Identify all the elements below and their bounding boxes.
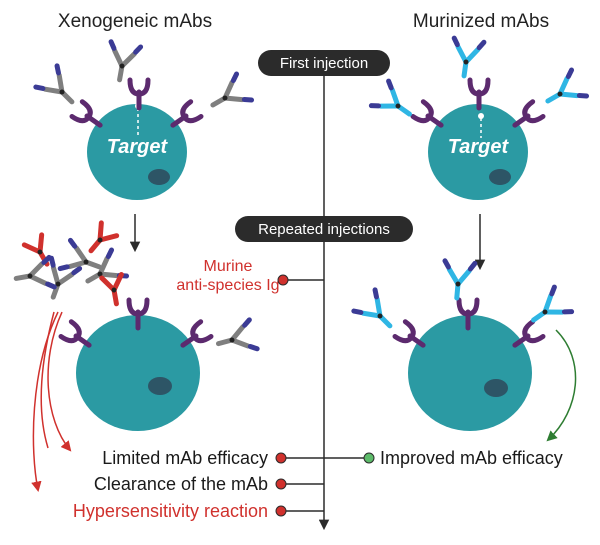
murinized-antibody-icon <box>371 81 418 126</box>
header-murinized: Murinized mAbs <box>413 11 549 32</box>
outcome-dot-limited <box>275 452 287 464</box>
pill-repeated-label: Repeated injections <box>258 221 390 238</box>
receptor-icon <box>130 80 148 108</box>
pill-first-label: First injection <box>280 55 368 72</box>
outcome-dot-hypersensitivity <box>275 505 287 517</box>
xeno-antibody-icon <box>205 74 251 118</box>
target-label-right: Target <box>448 136 510 158</box>
murinized-antibody-icon <box>354 290 401 337</box>
pill-first-injection: First injection <box>258 50 390 76</box>
immune-complex <box>14 223 127 306</box>
murinized-antibody-icon <box>442 261 475 299</box>
xeno-antibody-icon <box>36 66 83 113</box>
murinized-antibody-icon <box>540 70 586 114</box>
cell-xeno-first: Target <box>87 103 187 200</box>
outcome-hypersensitivity: Hypersensitivity reaction <box>73 501 268 521</box>
receptor-icon <box>470 80 488 108</box>
target-label-left: Target <box>107 136 169 158</box>
header-xenogeneic: Xenogeneic mAbs <box>58 11 212 32</box>
outcome-improved-efficacy: Improved mAb efficacy <box>380 448 563 468</box>
xeno-antibody-icon <box>105 42 141 83</box>
pill-repeated-injections: Repeated injections <box>235 216 413 242</box>
outcome-clearance: Clearance of the mAb <box>94 474 268 494</box>
cell-muri-first: Target <box>428 104 528 200</box>
red-outcome-arrows <box>31 311 72 493</box>
green-arrow <box>546 329 577 442</box>
cell-xeno-repeated <box>76 315 200 431</box>
murine-label-line1: Murine <box>204 258 253 275</box>
outcome-dot-improved <box>363 452 375 464</box>
cell-muri-repeated <box>408 315 532 431</box>
xeno-antibody-icon <box>215 320 258 358</box>
outcome-limited-efficacy: Limited mAb efficacy <box>102 448 268 468</box>
murinized-antibody-icon <box>525 287 572 332</box>
murine-dot <box>277 274 289 286</box>
outcome-dot-clearance <box>275 478 287 490</box>
murinized-antibody-icon <box>449 38 484 78</box>
murine-label-line2: anti-species Ig <box>176 277 279 294</box>
